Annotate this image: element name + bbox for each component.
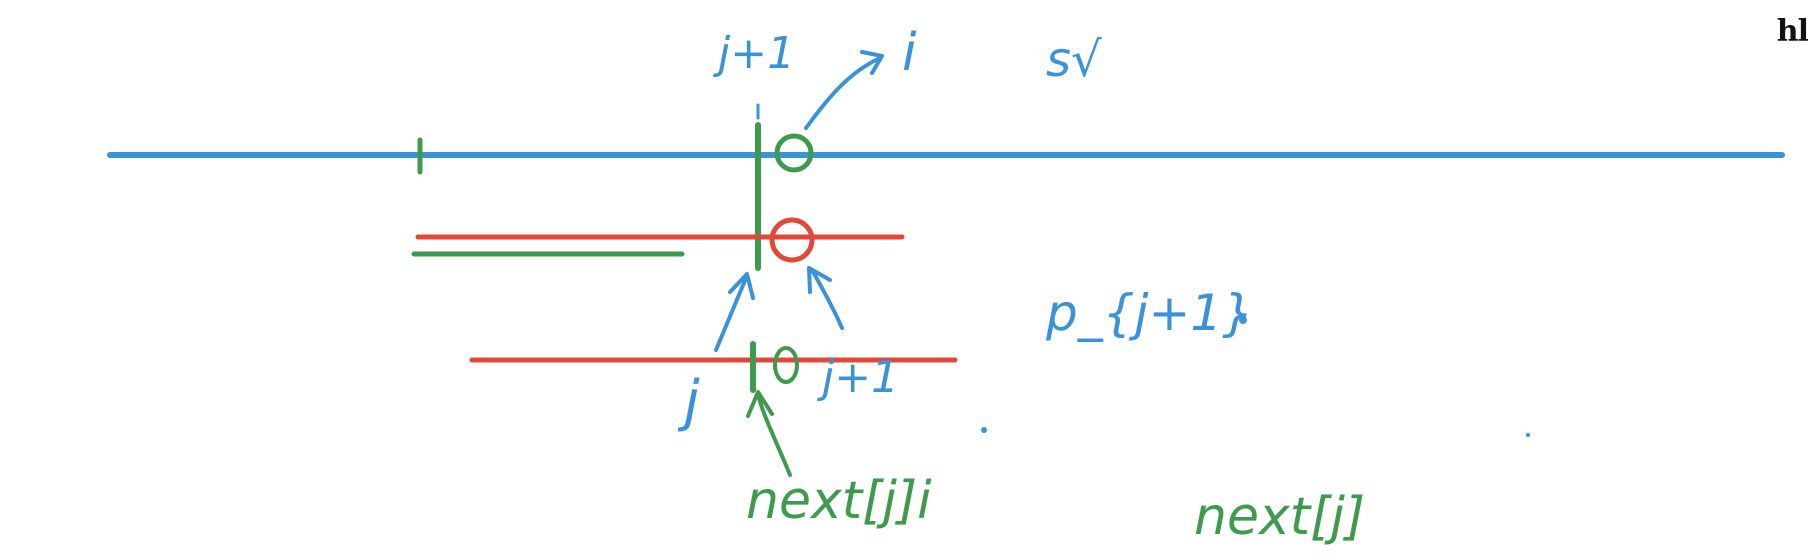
- blue-arrow-j: [714, 276, 748, 352]
- label-s-mark: s√: [1046, 32, 1102, 88]
- label-j-plus-1-bottom: j+1: [817, 352, 899, 403]
- label-p-j-plus-1: p_{j+1}: [1045, 284, 1254, 342]
- green-arrow-next: [756, 393, 792, 477]
- blue-arrow-j-plus-1: [810, 268, 844, 330]
- label-j-plus-1-top: j+1: [713, 28, 795, 79]
- dot-2: [981, 427, 987, 433]
- dot-3: [1526, 433, 1530, 437]
- blue-arrow-to-i: [804, 56, 882, 130]
- corner-label: hl: [1776, 14, 1808, 49]
- green-arrowhead-next: [746, 390, 774, 418]
- dot-1: [1239, 316, 1247, 324]
- green-circle-bottom: [773, 346, 799, 384]
- label-j-bottom: j: [677, 369, 700, 434]
- blue-arrowhead-j: [728, 272, 755, 300]
- label-next-j-i: next[j]i: [746, 471, 932, 531]
- red-circle: [769, 217, 815, 263]
- green-circle-top: [774, 133, 814, 173]
- blue-arrowhead-j-plus-1: [807, 266, 832, 294]
- label-i-top: i: [902, 23, 917, 83]
- label-next-j: next[j]: [1194, 487, 1365, 547]
- blue-arrowhead-top: [860, 50, 884, 75]
